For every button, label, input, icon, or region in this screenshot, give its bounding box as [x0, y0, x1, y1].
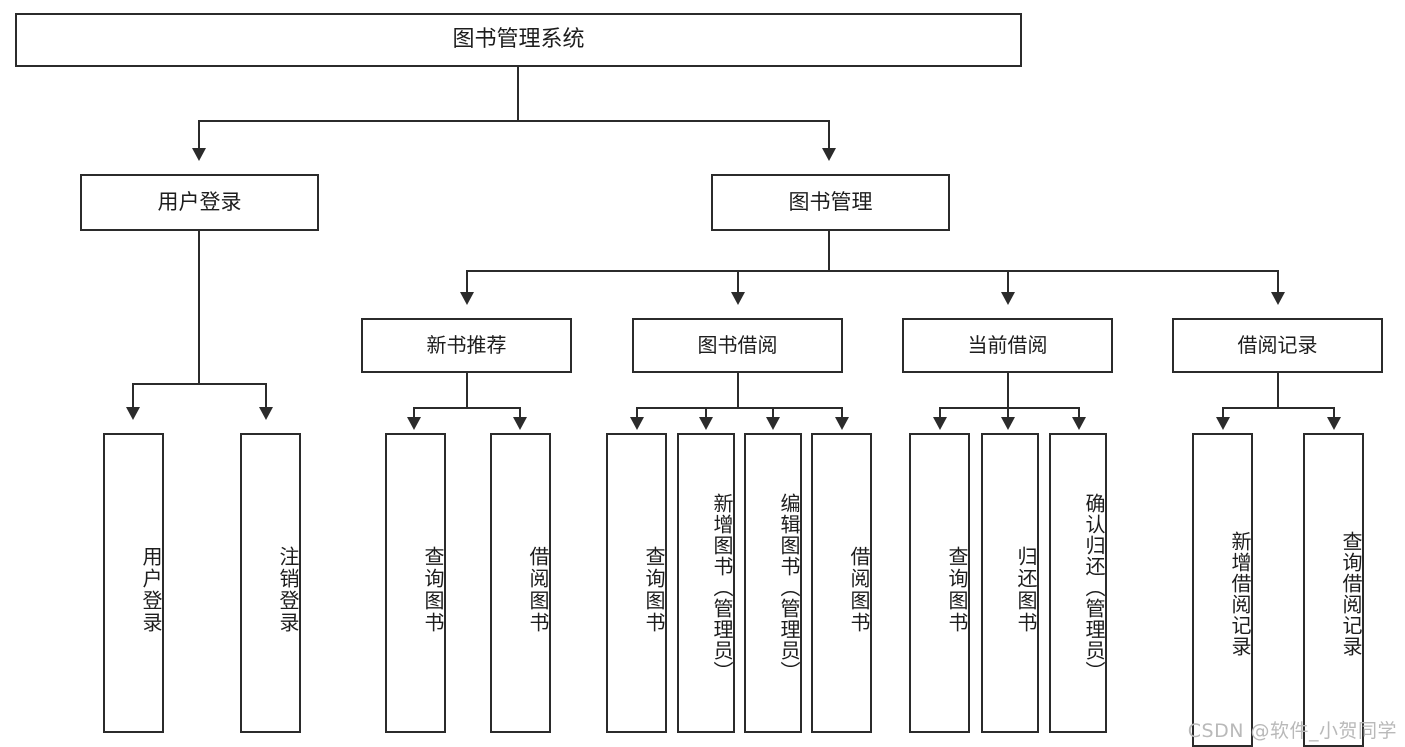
- connector-new-book-rec-stem: [466, 373, 468, 407]
- node-leaf-confirm-return[interactable]: 确认归还（管理员）: [1049, 433, 1107, 733]
- node-leaf-confirm-return-label: 确认归还（管理员）: [1082, 492, 1106, 682]
- arrowhead-book-manage: [822, 148, 836, 161]
- node-leaf-query-record[interactable]: 查询借阅记录: [1303, 433, 1364, 747]
- connector-current-borrow-drop-2: [1007, 407, 1009, 419]
- arrowhead-borrow-record: [1271, 292, 1285, 305]
- arrowhead-leaf-borrow-book-1: [513, 417, 527, 430]
- connector-user-login-bus: [132, 383, 267, 385]
- connector-book-manage-bus: [466, 270, 1278, 272]
- node-user-login[interactable]: 用户登录: [80, 174, 319, 231]
- node-new-book-rec[interactable]: 新书推荐: [361, 318, 572, 373]
- connector-user-login-stem: [198, 231, 200, 383]
- arrowhead-leaf-logout: [259, 407, 273, 420]
- connector-book-manage-stem: [828, 231, 830, 270]
- connector-book-borrow-drop-4: [841, 407, 843, 419]
- node-leaf-edit-book-label: 编辑图书（管理员）: [777, 492, 801, 682]
- connector-borrow-record-drop-2: [1333, 407, 1335, 419]
- connector-borrow-record-bus: [1222, 407, 1335, 409]
- node-leaf-borrow-book-1-label: 借阅图书: [526, 546, 550, 634]
- arrowhead-user-login: [192, 148, 206, 161]
- node-book-borrow[interactable]: 图书借阅: [632, 318, 843, 373]
- node-user-login-label: 用户登录: [157, 189, 242, 214]
- connector-book-borrow-drop-2: [705, 407, 707, 419]
- node-root-label: 图书管理系统: [452, 26, 585, 52]
- connector-new-book-rec-drop-1: [413, 407, 415, 419]
- connector-book-borrow-stem: [737, 373, 739, 407]
- connector-book-borrow-drop-3: [772, 407, 774, 419]
- connector-root-drop-1: [198, 120, 200, 150]
- node-leaf-query-book-1[interactable]: 查询图书: [385, 433, 446, 733]
- node-leaf-add-book[interactable]: 新增图书（管理员）: [677, 433, 735, 733]
- node-leaf-logout-label: 注销登录: [276, 546, 300, 634]
- node-leaf-add-record-label: 新增借阅记录: [1228, 531, 1252, 657]
- connector-book-manage-drop-3: [1007, 270, 1009, 294]
- node-leaf-borrow-book-2[interactable]: 借阅图书: [811, 433, 872, 733]
- connector-root-stem: [517, 67, 519, 120]
- node-new-book-rec-label: 新书推荐: [426, 333, 507, 358]
- connector-book-manage-drop-2: [737, 270, 739, 294]
- node-leaf-return-book-label: 归还图书: [1014, 546, 1038, 634]
- arrowhead-leaf-edit-book: [766, 417, 780, 430]
- node-leaf-query-book-3-label: 查询图书: [945, 546, 969, 634]
- node-leaf-query-book-3[interactable]: 查询图书: [909, 433, 970, 733]
- node-book-manage-label: 图书管理: [788, 189, 873, 214]
- node-book-manage[interactable]: 图书管理: [711, 174, 950, 231]
- node-leaf-query-book-2-label: 查询图书: [642, 546, 666, 634]
- connector-book-manage-drop-4: [1277, 270, 1279, 294]
- connector-book-manage-drop-1: [466, 270, 468, 294]
- connector-user-login-drop-2: [265, 383, 267, 409]
- connector-borrow-record-stem: [1277, 373, 1279, 407]
- node-root[interactable]: 图书管理系统: [15, 13, 1022, 67]
- node-borrow-record-label: 借阅记录: [1237, 333, 1318, 358]
- arrowhead-leaf-query-book-3: [933, 417, 947, 430]
- node-leaf-edit-book[interactable]: 编辑图书（管理员）: [744, 433, 802, 733]
- node-leaf-return-book[interactable]: 归还图书: [981, 433, 1039, 733]
- arrowhead-current-borrow: [1001, 292, 1015, 305]
- connector-current-borrow-drop-3: [1078, 407, 1080, 419]
- node-leaf-user-login-label: 用户登录: [139, 546, 163, 634]
- arrowhead-leaf-query-record: [1327, 417, 1341, 430]
- arrowhead-leaf-add-book: [699, 417, 713, 430]
- connector-new-book-rec-drop-2: [519, 407, 521, 419]
- arrowhead-leaf-query-book-1: [407, 417, 421, 430]
- arrowhead-leaf-add-record: [1216, 417, 1230, 430]
- arrowhead-book-borrow: [731, 292, 745, 305]
- arrowhead-leaf-query-book-2: [630, 417, 644, 430]
- arrowhead-leaf-confirm-return: [1072, 417, 1086, 430]
- connector-current-borrow-bus: [939, 407, 1080, 409]
- node-leaf-borrow-book-1[interactable]: 借阅图书: [490, 433, 551, 733]
- connector-borrow-record-drop-1: [1222, 407, 1224, 419]
- connector-new-book-rec-bus: [413, 407, 521, 409]
- node-leaf-borrow-book-2-label: 借阅图书: [847, 546, 871, 634]
- node-leaf-add-record[interactable]: 新增借阅记录: [1192, 433, 1253, 747]
- connector-book-borrow-bus: [636, 407, 843, 409]
- arrowhead-leaf-borrow-book-2: [835, 417, 849, 430]
- node-leaf-logout[interactable]: 注销登录: [240, 433, 301, 733]
- connector-root-drop-2: [828, 120, 830, 150]
- connector-current-borrow-drop-1: [939, 407, 941, 419]
- connector-current-borrow-stem: [1007, 373, 1009, 407]
- connector-user-login-drop-1: [132, 383, 134, 409]
- node-current-borrow-label: 当前借阅: [967, 333, 1048, 358]
- node-leaf-user-login[interactable]: 用户登录: [103, 433, 164, 733]
- node-leaf-add-book-label: 新增图书（管理员）: [710, 492, 734, 682]
- node-leaf-query-book-1-label: 查询图书: [421, 546, 445, 634]
- connector-book-borrow-drop-1: [636, 407, 638, 419]
- node-leaf-query-record-label: 查询借阅记录: [1339, 531, 1363, 657]
- connector-root-bus: [198, 120, 830, 122]
- node-leaf-query-book-2[interactable]: 查询图书: [606, 433, 667, 733]
- node-book-borrow-label: 图书借阅: [697, 333, 778, 358]
- node-borrow-record[interactable]: 借阅记录: [1172, 318, 1383, 373]
- arrowhead-new-book-rec: [460, 292, 474, 305]
- node-current-borrow[interactable]: 当前借阅: [902, 318, 1113, 373]
- arrowhead-leaf-user-login: [126, 407, 140, 420]
- arrowhead-leaf-return-book: [1001, 417, 1015, 430]
